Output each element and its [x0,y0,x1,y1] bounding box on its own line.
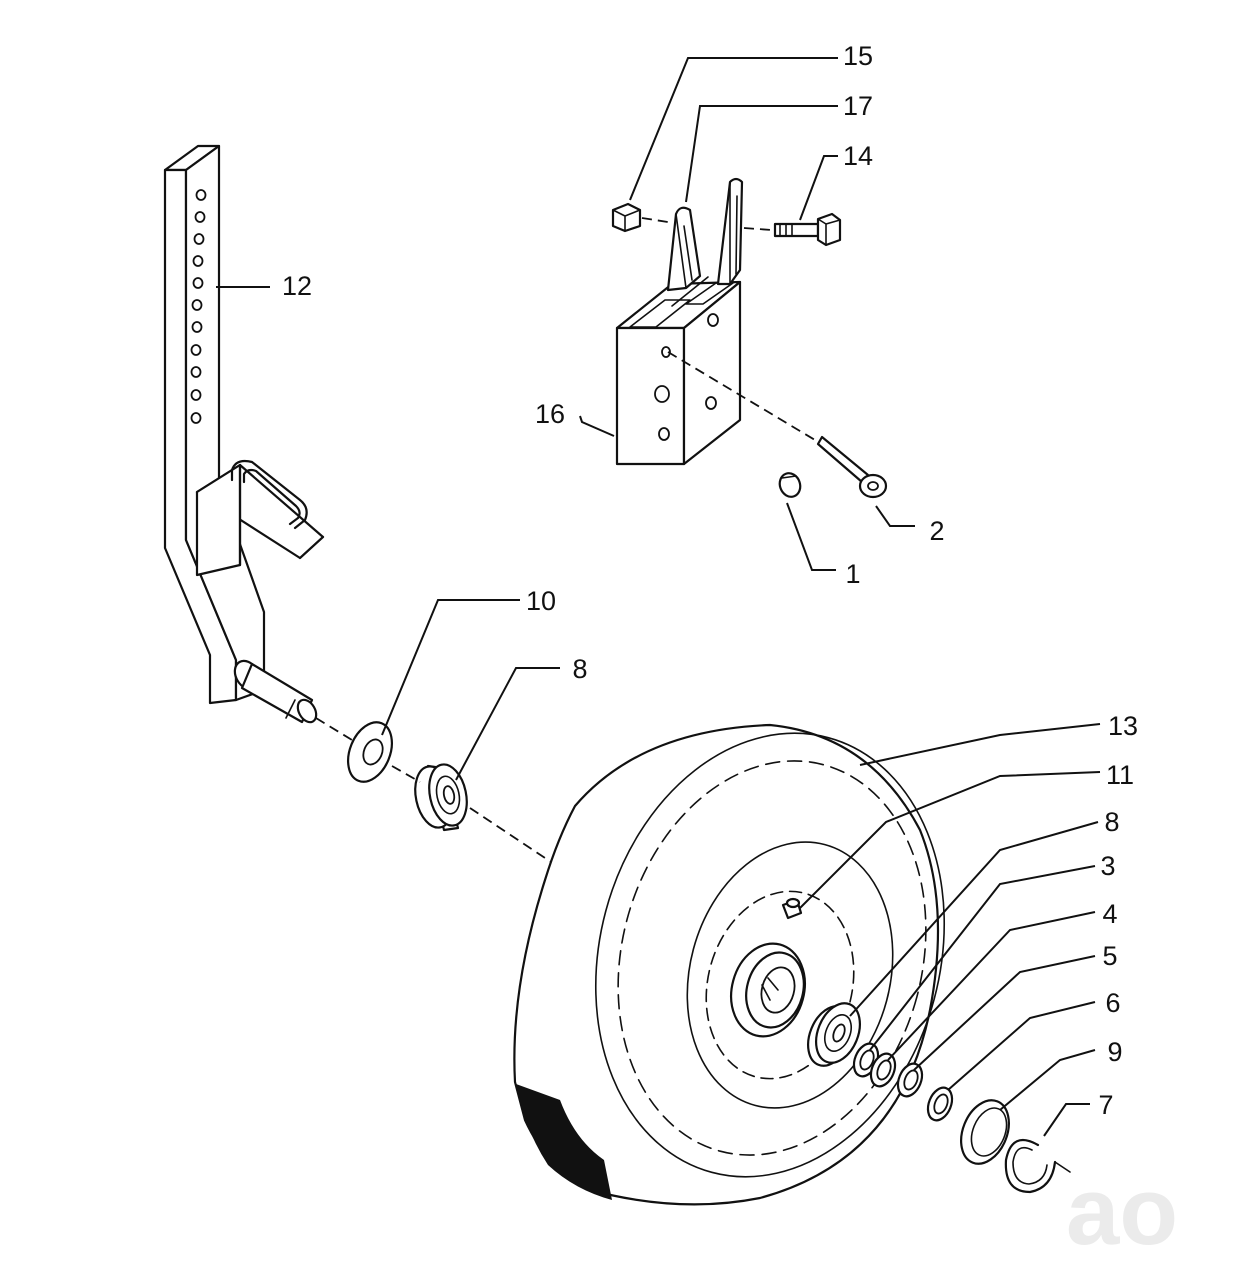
callout-c10: 10 [526,586,556,616]
callout-c1: 1 [845,559,860,589]
callout-c7: 7 [1098,1090,1113,1120]
leader-lines [216,57,1101,1137]
part-9-dust-cap [960,1099,1010,1165]
callout-c12: 12 [282,271,312,301]
part-15-nut [611,202,642,233]
part-16-clamp-bracket [615,276,742,466]
callout-labels: 15 17 14 12 16 2 1 10 8 13 11 8 3 4 5 6 9 7 [282,41,1138,1120]
callout-c4: 4 [1102,899,1117,929]
callout-c8b: 8 [1104,807,1119,837]
part-4-ring [869,1052,897,1088]
part-5-ring [896,1062,924,1098]
part-8-bearing-right [807,1002,861,1067]
part-11-grease-nipple [781,897,803,920]
watermark-logo: ao [1066,1158,1178,1262]
adjust-holes [190,189,207,424]
callout-c17: 17 [843,91,873,121]
part-1-spring-clip [778,472,802,498]
callout-c15: 15 [843,41,873,71]
callout-c14: 14 [843,141,873,171]
callout-c9: 9 [1107,1037,1122,1067]
callout-c16: 16 [535,399,565,429]
watermark-text: ao [1066,1158,1178,1257]
callout-c6: 6 [1105,988,1120,1018]
part-2-lynch-pin [816,435,888,499]
callout-c11: 11 [1106,760,1134,790]
part-17-fork-plates [666,177,744,292]
part-8-bearing-left [414,763,468,832]
callout-c3: 3 [1100,851,1115,881]
callout-c2: 2 [929,516,944,546]
part-7-circlip [1004,1138,1071,1194]
part-10-washer [347,721,393,783]
callout-c5: 5 [1102,941,1117,971]
callout-c13: 13 [1108,711,1138,741]
part-13-wheel [513,723,946,1206]
callout-c8a: 8 [572,654,587,684]
part-12-height-adjust-bar [163,144,325,724]
part-6-ring [926,1086,954,1122]
part-14-bolt [773,212,842,247]
